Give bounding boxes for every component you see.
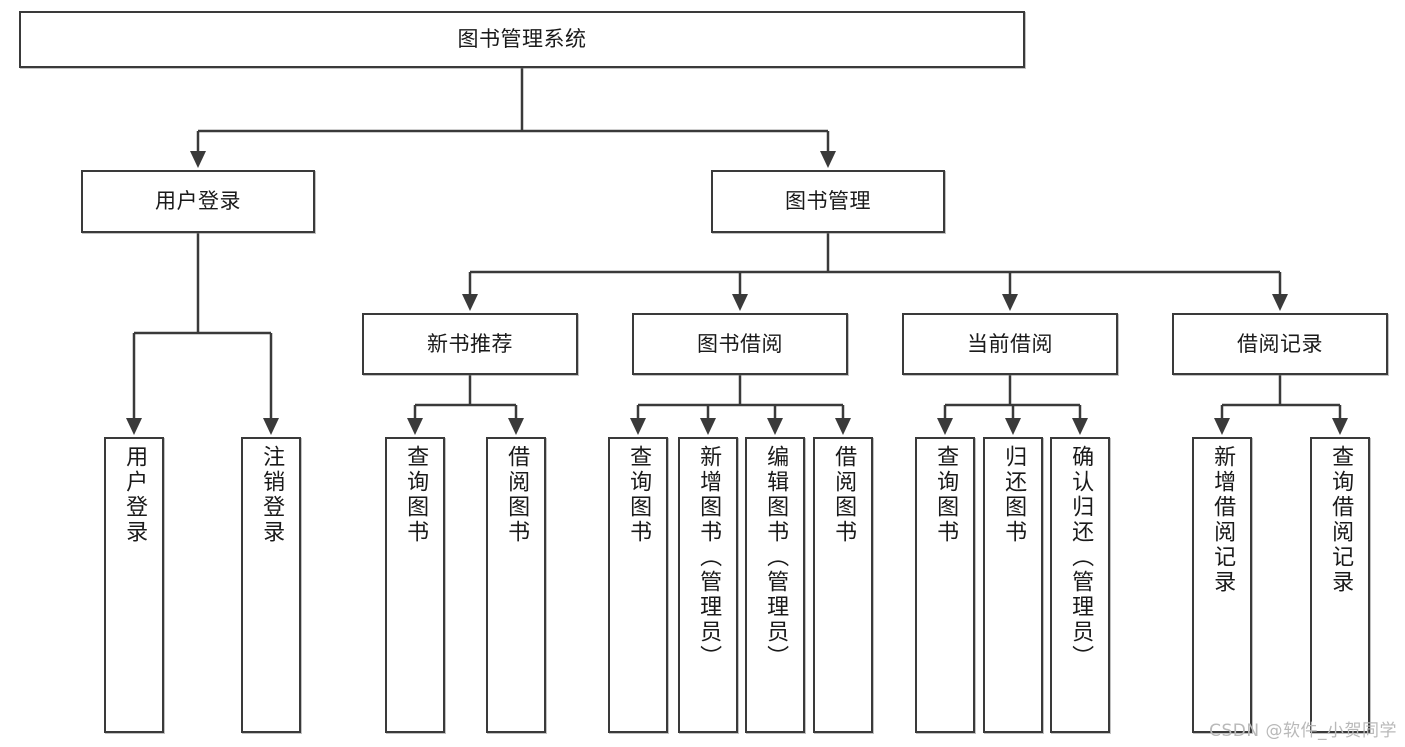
conn-currentborrow-to-leaves-arrow-0 <box>937 418 953 435</box>
conn-borrowrecord-to-leaves-arrow-1 <box>1332 418 1348 435</box>
conn-newbookrec-to-leaves-arrow-1 <box>508 418 524 435</box>
node-leaf-logout[interactable]: 注销登录 <box>241 437 301 733</box>
conn-borrowrecord-to-leaves <box>1214 375 1348 435</box>
conn-userlogin-to-leaves-arrow-0 <box>126 418 142 435</box>
node-user-login[interactable]: 用户登录 <box>81 170 315 233</box>
conn-currentborrow-to-leaves-arrow-1 <box>1005 418 1021 435</box>
conn-root-to-level2 <box>190 68 836 168</box>
conn-bookmanage-to-level3-arrow-3 <box>1272 294 1288 311</box>
node-leaf-user-login[interactable]: 用户登录 <box>104 437 164 733</box>
node-leaf-query-book-b[interactable]: 查询图书 <box>608 437 668 733</box>
node-label-leaf-edit-book: 编辑图书（管理员） <box>763 445 789 670</box>
conn-bookmanage-to-level3 <box>462 233 1288 311</box>
node-label-borrow-record: 借阅记录 <box>1237 331 1323 356</box>
node-label-leaf-query-book-b: 查询图书 <box>626 445 652 545</box>
node-current-borrow[interactable]: 当前借阅 <box>902 313 1118 375</box>
node-leaf-query-book-c[interactable]: 查询图书 <box>915 437 975 733</box>
node-label-book-manage: 图书管理 <box>785 189 871 214</box>
conn-userlogin-to-leaves <box>126 233 279 435</box>
conn-userlogin-to-leaves-arrow-1 <box>263 418 279 435</box>
node-root[interactable]: 图书管理系统 <box>19 11 1025 68</box>
conn-borrowrecord-to-leaves-arrow-0 <box>1214 418 1230 435</box>
node-label-leaf-add-record: 新增借阅记录 <box>1210 445 1236 595</box>
node-leaf-borrow-book-rec[interactable]: 借阅图书 <box>486 437 546 733</box>
node-label-leaf-borrow-book-b: 借阅图书 <box>831 445 857 545</box>
conn-bookborrow-to-leaves <box>630 375 851 435</box>
node-label-leaf-borrow-book-rec: 借阅图书 <box>504 445 530 545</box>
conn-bookmanage-to-level3-arrow-0 <box>462 294 478 311</box>
conn-root-to-level2-arrow-0 <box>190 151 206 168</box>
node-leaf-borrow-book-b[interactable]: 借阅图书 <box>813 437 873 733</box>
conn-currentborrow-to-leaves-arrow-2 <box>1072 418 1088 435</box>
node-leaf-edit-book[interactable]: 编辑图书（管理员） <box>745 437 805 733</box>
node-label-root: 图书管理系统 <box>457 27 587 52</box>
conn-bookborrow-to-leaves-arrow-0 <box>630 418 646 435</box>
node-borrow-record[interactable]: 借阅记录 <box>1172 313 1388 375</box>
node-label-leaf-logout: 注销登录 <box>259 445 285 545</box>
node-leaf-add-record[interactable]: 新增借阅记录 <box>1192 437 1252 733</box>
conn-bookmanage-to-level3-arrow-2 <box>1002 294 1018 311</box>
node-label-leaf-query-book-rec: 查询图书 <box>403 445 429 545</box>
node-label-new-book-rec: 新书推荐 <box>427 331 513 356</box>
conn-bookborrow-to-leaves-arrow-3 <box>835 418 851 435</box>
node-label-leaf-return-book: 归还图书 <box>1001 445 1027 545</box>
node-label-user-login: 用户登录 <box>155 189 241 214</box>
node-label-leaf-confirm-return: 确认归还（管理员） <box>1068 445 1094 670</box>
node-label-leaf-query-record: 查询借阅记录 <box>1328 445 1354 595</box>
conn-currentborrow-to-leaves <box>937 375 1088 435</box>
conn-newbookrec-to-leaves <box>407 375 524 435</box>
conn-bookborrow-to-leaves-arrow-1 <box>700 418 716 435</box>
node-leaf-query-record[interactable]: 查询借阅记录 <box>1310 437 1370 733</box>
conn-bookmanage-to-level3-arrow-1 <box>732 294 748 311</box>
conn-root-to-level2-arrow-1 <box>820 151 836 168</box>
node-label-book-borrow: 图书借阅 <box>697 331 783 356</box>
node-leaf-query-book-rec[interactable]: 查询图书 <box>385 437 445 733</box>
node-label-leaf-query-book-c: 查询图书 <box>933 445 959 545</box>
node-book-borrow[interactable]: 图书借阅 <box>632 313 848 375</box>
conn-bookborrow-to-leaves-arrow-2 <box>767 418 783 435</box>
node-leaf-add-book[interactable]: 新增图书（管理员） <box>678 437 738 733</box>
node-new-book-rec[interactable]: 新书推荐 <box>362 313 578 375</box>
node-label-leaf-user-login: 用户登录 <box>122 445 148 545</box>
node-book-manage[interactable]: 图书管理 <box>711 170 945 233</box>
node-leaf-return-book[interactable]: 归还图书 <box>983 437 1043 733</box>
node-leaf-confirm-return[interactable]: 确认归还（管理员） <box>1050 437 1110 733</box>
conn-newbookrec-to-leaves-arrow-0 <box>407 418 423 435</box>
node-label-leaf-add-book: 新增图书（管理员） <box>696 445 722 670</box>
watermark-text: CSDN @软件_小贺同学 <box>1209 721 1397 741</box>
node-label-current-borrow: 当前借阅 <box>967 331 1053 356</box>
